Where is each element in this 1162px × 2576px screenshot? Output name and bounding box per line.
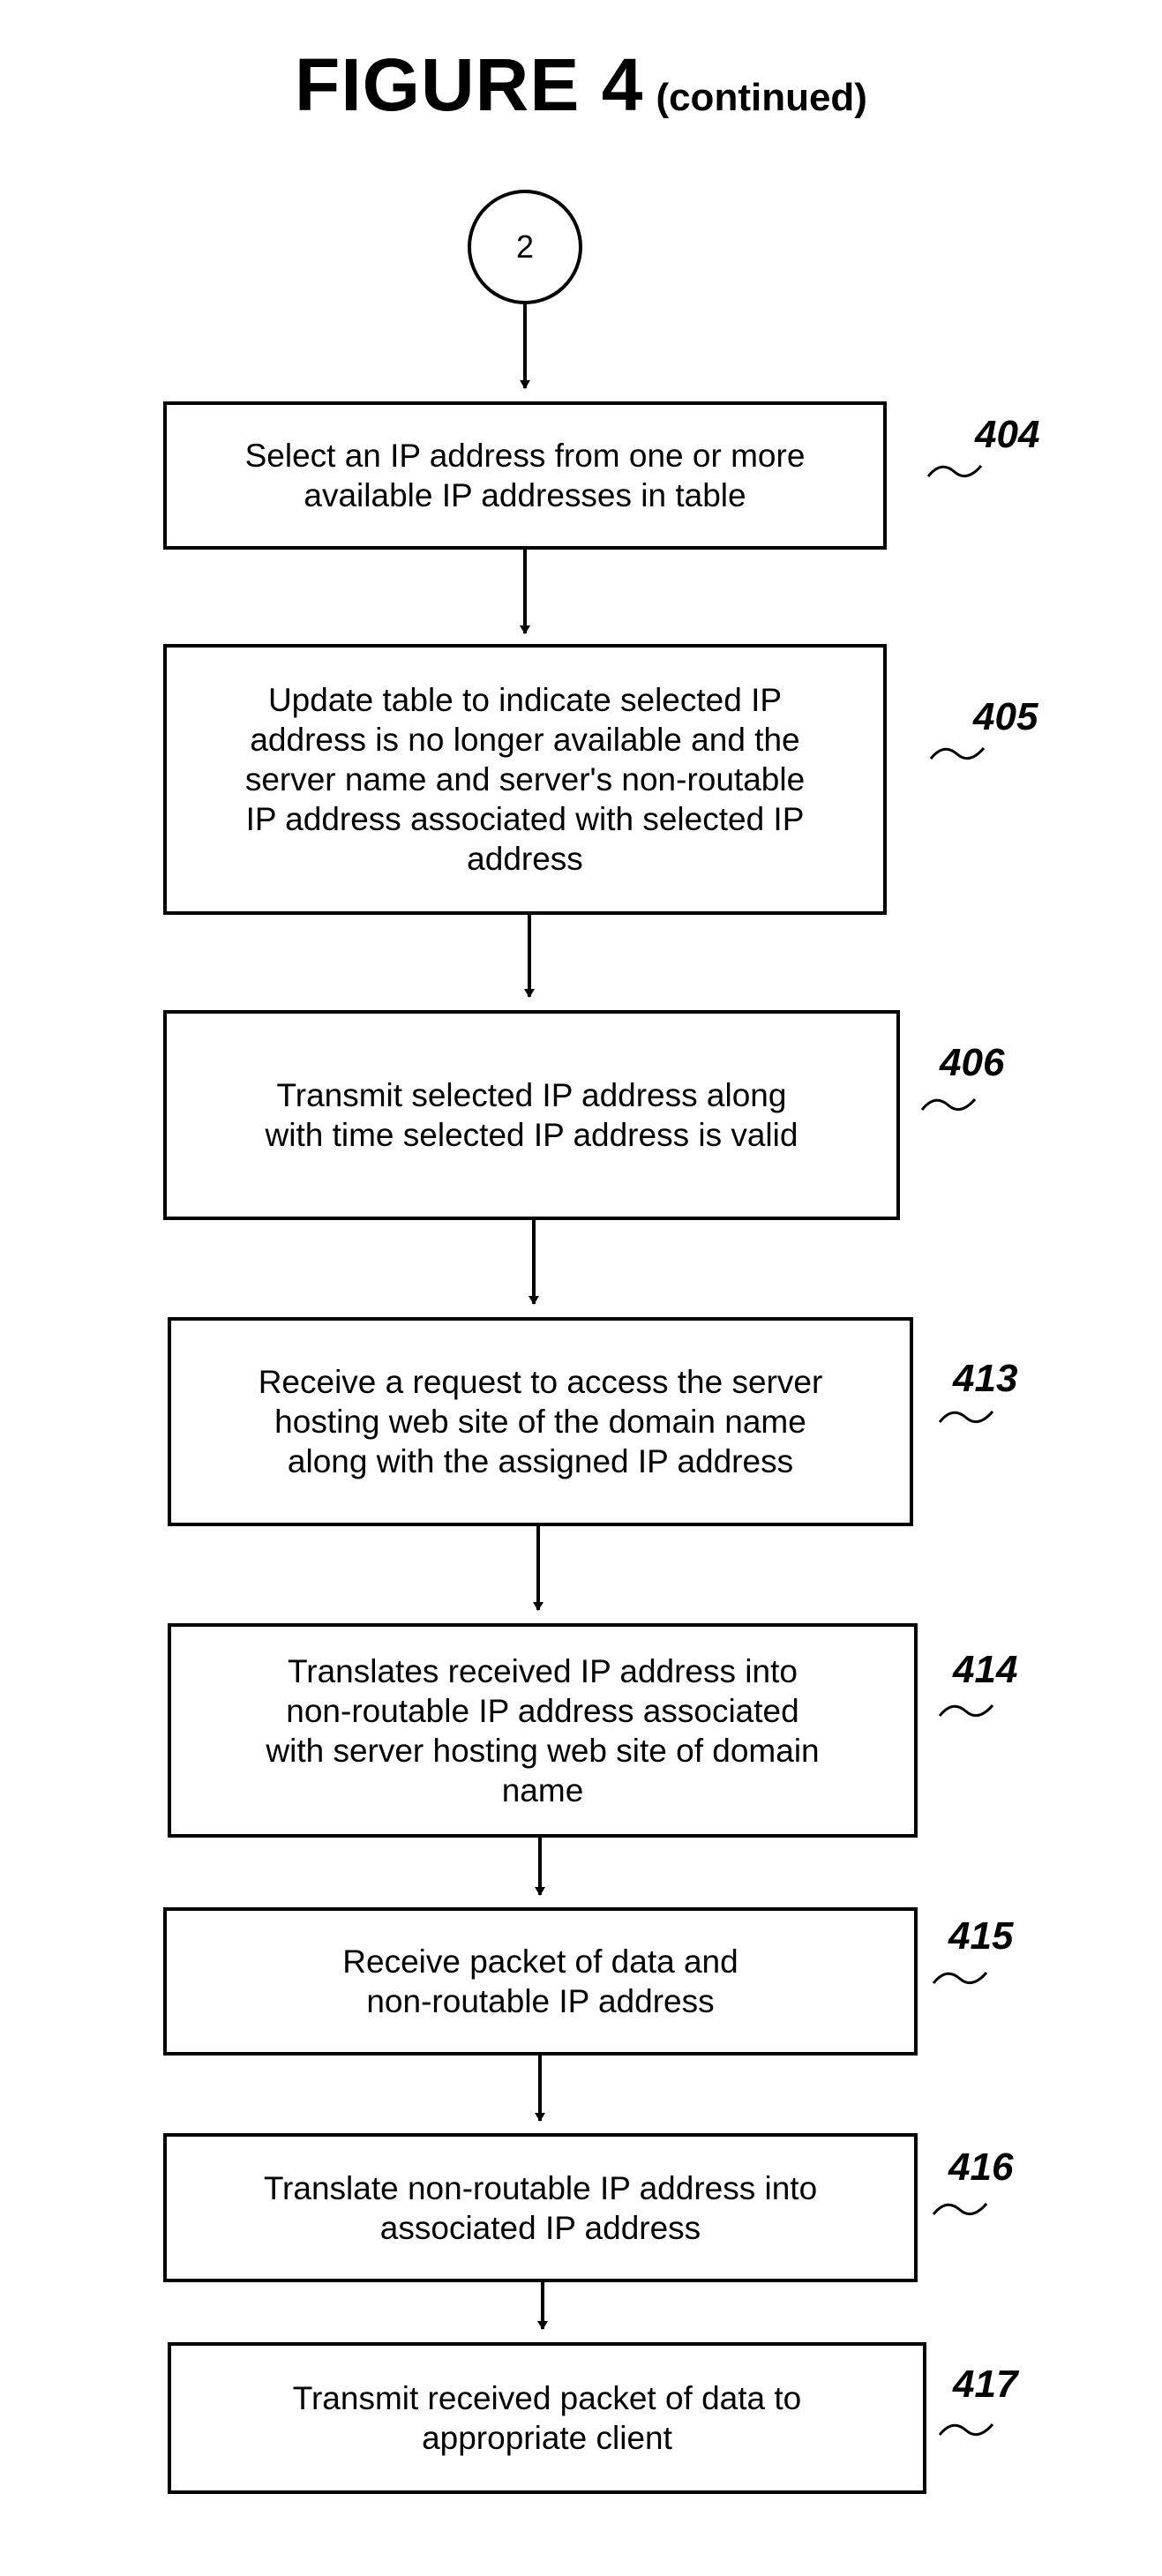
step-box-404: Select an IP address from one or more av… [163,401,887,550]
ref-label-405: 405 [973,695,1038,739]
step-text: Transmit received packet of data to appr… [293,2378,802,2458]
leader-413 [940,1412,993,1422]
ref-label-417: 417 [953,2363,1017,2407]
step-text: Receive packet of data and non-routable … [342,1942,738,2021]
step-text: Transmit selected IP address along with … [266,1075,798,1155]
step-box-415: Receive packet of data and non-routable … [163,1907,918,2056]
leader-417 [940,2424,993,2435]
step-text: Receive a request to access the server h… [259,1362,823,1481]
step-box-416: Translate non-routable IP address into a… [163,2133,918,2282]
ref-label-416: 416 [948,2145,1013,2190]
step-box-413: Receive a request to access the server h… [168,1317,913,1526]
step-box-414: Translates received IP address into non-… [168,1623,918,1838]
step-text: Update table to indicate selected IP add… [245,680,805,879]
ref-label-414: 414 [953,1648,1017,1692]
connector-label: 2 [516,228,534,266]
step-text: Translates received IP address into non-… [266,1651,819,1810]
leader-415 [933,1973,986,1983]
step-text: Translate non-routable IP address into a… [264,2168,817,2248]
leader-405 [931,748,984,759]
ref-label-404: 404 [975,413,1039,457]
step-box-417: Transmit received packet of data to appr… [168,2342,926,2494]
off-page-connector: 2 [468,190,582,304]
ref-label-415: 415 [948,1914,1013,1958]
step-box-405: Update table to indicate selected IP add… [163,644,887,915]
step-text: Select an IP address from one or more av… [245,436,806,515]
leader-416 [933,2204,986,2214]
ref-label-413: 413 [953,1357,1017,1401]
leader-404 [928,466,981,476]
leader-406 [922,1099,975,1110]
ref-label-406: 406 [940,1041,1004,1085]
leader-414 [940,1705,993,1716]
step-box-406: Transmit selected IP address along with … [163,1010,900,1220]
